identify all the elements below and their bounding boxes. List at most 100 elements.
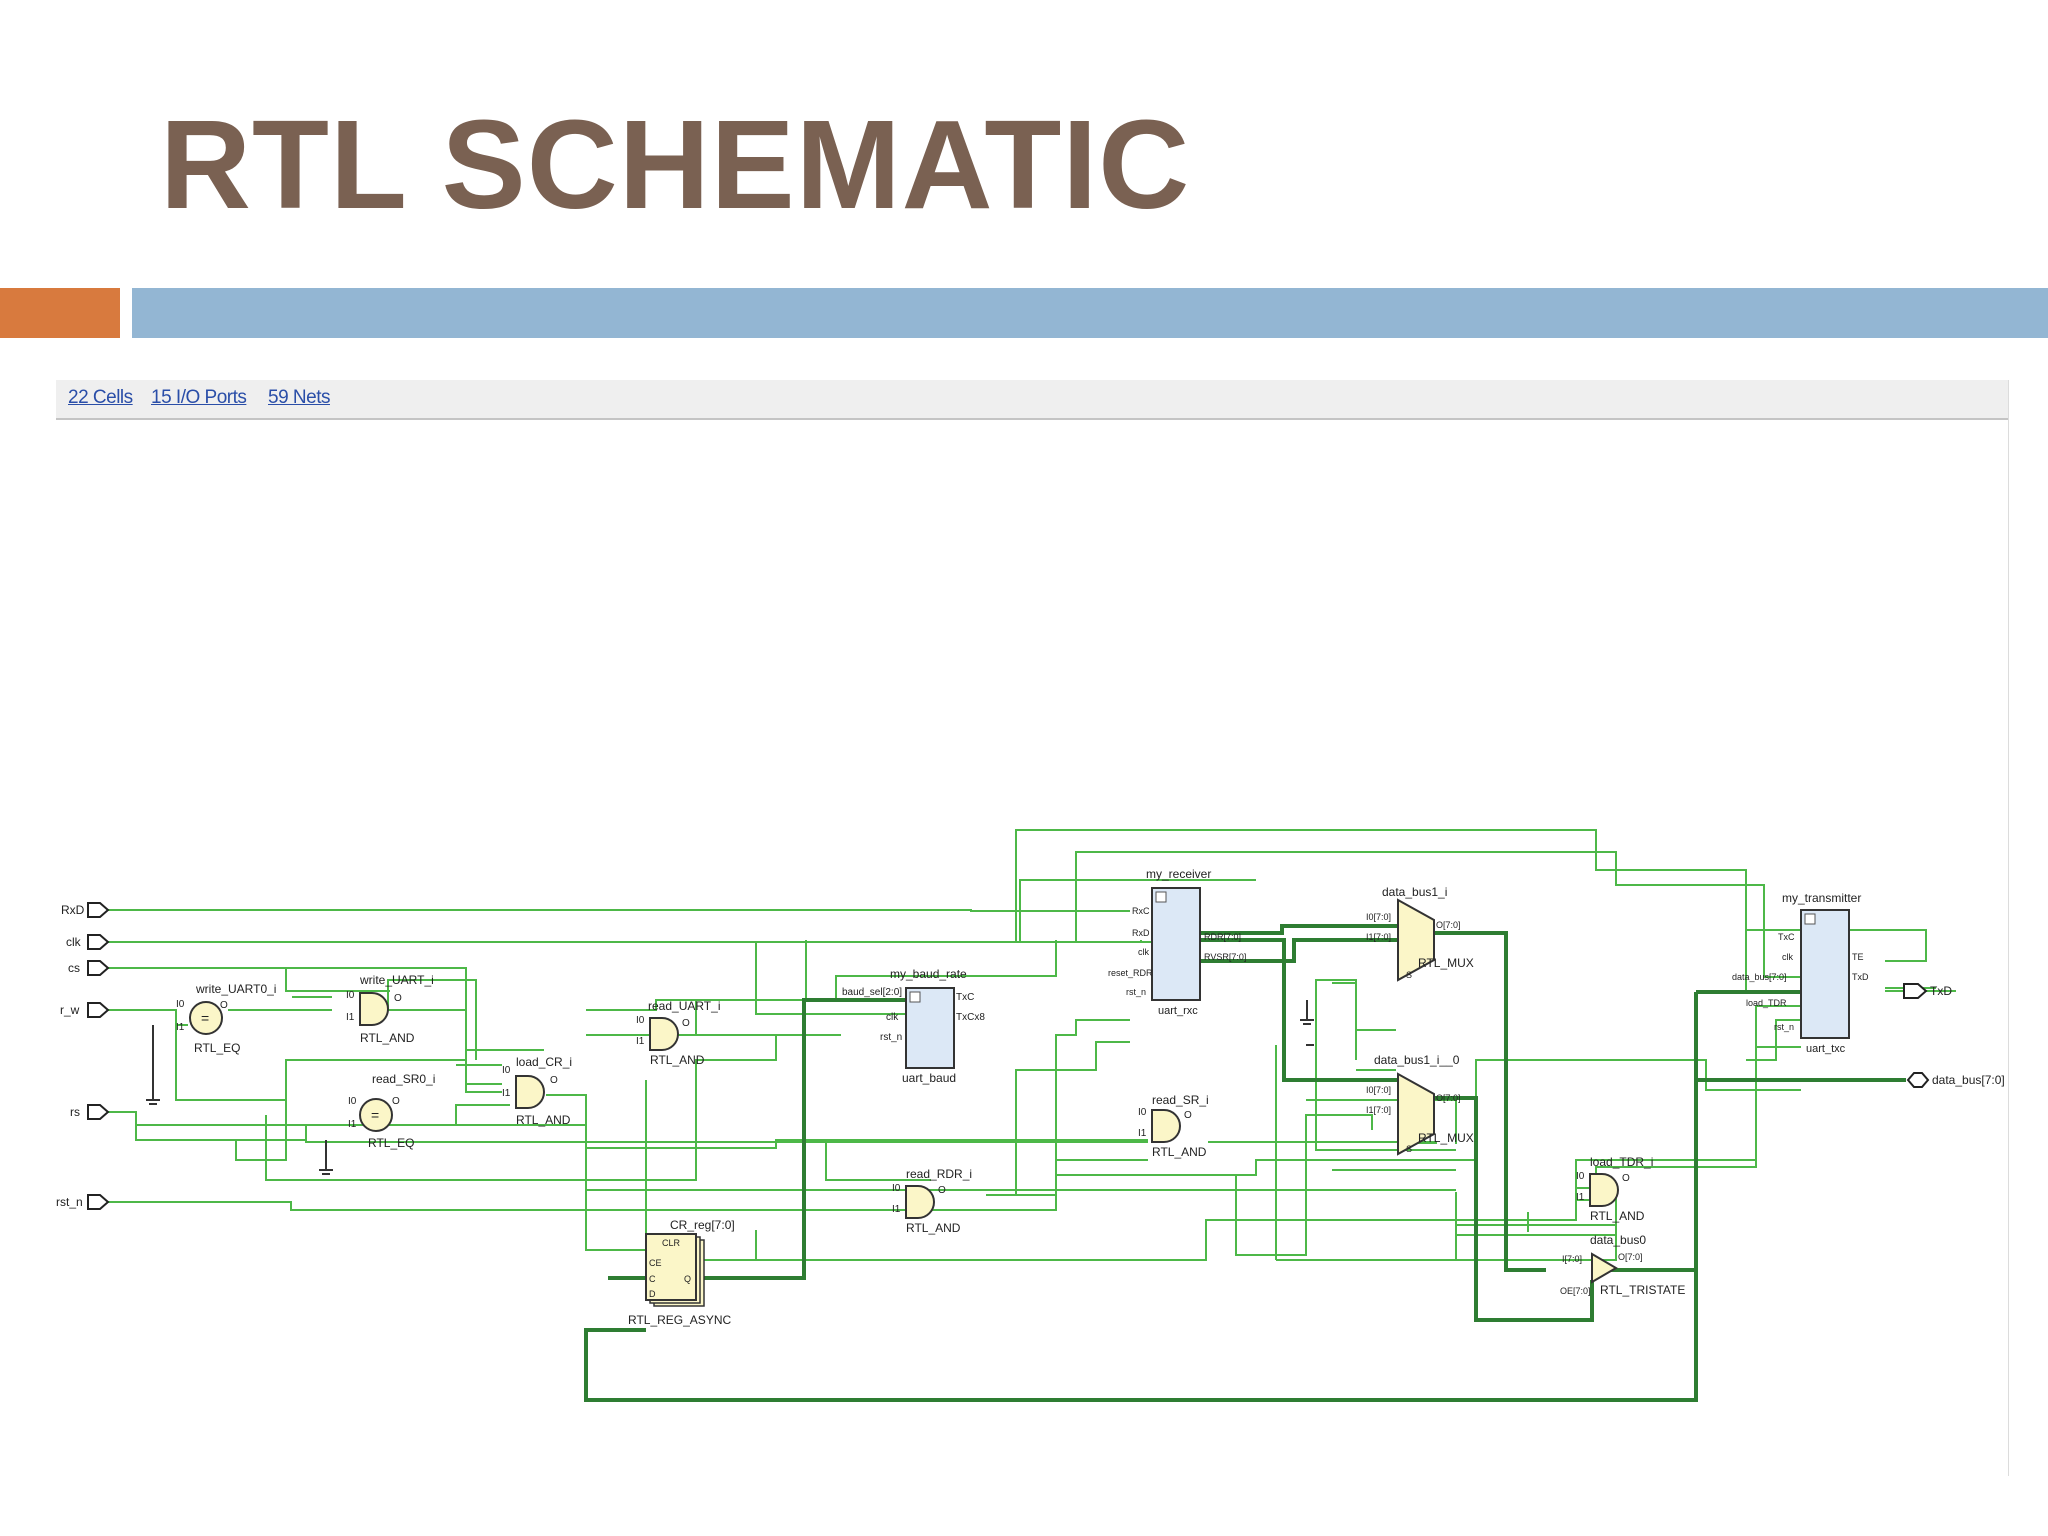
- and-gate-symbol: [1151, 1109, 1181, 1143]
- port-rs-label: rs: [70, 1105, 80, 1119]
- pin-o: O[7:0]: [1436, 920, 1461, 930]
- pin-i1: I1: [176, 1022, 185, 1033]
- pin-o: O[7:0]: [1436, 1093, 1461, 1103]
- nets-link[interactable]: 59 Nets: [268, 387, 330, 408]
- bus-wires: [584, 924, 1906, 1402]
- pin-baud: baud_sel[2:0]: [842, 987, 902, 998]
- cell-cr-reg: CR_reg[7:0] CLR CE C D Q RTL_REG_ASYNC: [628, 1218, 735, 1327]
- cell-data-bus1-0: data_bus1_i__0 I0[7:0] I1[7:0] O[7:0] S …: [1366, 1053, 1474, 1156]
- port-rxd: [87, 902, 110, 918]
- pin-o: O: [682, 1018, 690, 1029]
- pin-i1: I1[7:0]: [1366, 1105, 1391, 1115]
- pin-te: TE: [1852, 952, 1864, 962]
- cell-type: RTL_AND: [650, 1053, 705, 1067]
- pin-o: O: [1622, 1173, 1630, 1184]
- cell-type: RTL_AND: [1152, 1145, 1207, 1159]
- pin-i: I[7:0]: [1562, 1254, 1582, 1264]
- accent-bar-orange: [0, 288, 120, 338]
- cell-name: data_bus1_i__0: [1374, 1053, 1460, 1067]
- pin-i0: I0[7:0]: [1366, 1085, 1391, 1095]
- cell-load-tdr: load_TDR_i I0 I1 O RTL_AND: [1576, 1155, 1653, 1223]
- pin-o: O: [392, 1096, 400, 1107]
- pin-load-tdr: load_TDR: [1746, 998, 1787, 1008]
- pin-i1: I1: [348, 1119, 357, 1130]
- pin-i0: I0: [1138, 1107, 1147, 1118]
- cell-type: RTL_EQ: [194, 1041, 240, 1055]
- pin-rst: rst_n: [1126, 987, 1146, 997]
- cell-type: uart_rxc: [1158, 1005, 1198, 1017]
- schematic-tab-bar: 22 Cells 15 I/O Ports 59 Nets: [56, 380, 2008, 420]
- cell-data-bus0: data_bus0 I[7:0] OE[7:0] O[7:0] RTL_TRIS…: [1560, 1233, 1685, 1297]
- cells-link[interactable]: 22 Cells: [68, 387, 133, 408]
- port-rst-label: rst_n: [56, 1195, 83, 1209]
- pin-ce: CE: [649, 1258, 662, 1268]
- register-symbol: [645, 1233, 697, 1301]
- port-cs-label: cs: [68, 961, 80, 975]
- cell-read-rdr: read_RDR_i I0 I1 O RTL_AND: [892, 1167, 972, 1235]
- mux-symbol: [1397, 898, 1435, 982]
- pin-reset-rdr: reset_RDR: [1108, 968, 1153, 978]
- pin-o: O[7:0]: [1618, 1252, 1643, 1262]
- port-txd-label: TxD: [1930, 984, 1952, 998]
- pin-i1: I1: [346, 1012, 355, 1023]
- pin-i0: I0: [636, 1015, 645, 1026]
- port-txd: [1903, 983, 1928, 999]
- pin-o: O: [220, 1000, 228, 1011]
- port-data-bus-label: data_bus[7:0]: [1932, 1073, 2005, 1087]
- cell-type: uart_txc: [1806, 1043, 1846, 1055]
- cell-type: RTL_REG_ASYNC: [628, 1313, 731, 1327]
- pin-clr: CLR: [662, 1238, 681, 1248]
- pin-c: C: [649, 1274, 656, 1284]
- cell-name: write_UART0_i: [195, 982, 276, 996]
- pin-o: O: [394, 993, 402, 1004]
- wires: [104, 829, 1956, 1261]
- cell-type: uart_baud: [902, 1071, 956, 1085]
- cell-my-transmitter: my_transmitter TxC clk data_bus[7:0] loa…: [1732, 891, 1869, 1055]
- cell-my-baud-rate: my_baud_rate baud_sel[2:0] clk rst_n TxC…: [842, 967, 985, 1085]
- schematic-panel: 22 Cells 15 I/O Ports 59 Nets: [56, 380, 2009, 1476]
- pin-clk: clk: [1782, 952, 1793, 962]
- tristate-symbol: [1591, 1252, 1618, 1284]
- pin-o: O: [550, 1075, 558, 1086]
- and-gate-symbol: [515, 1075, 545, 1109]
- cell-name: read_SR0_i: [372, 1072, 435, 1086]
- cell-name: CR_reg[7:0]: [670, 1218, 735, 1232]
- cell-name: my_baud_rate: [890, 967, 967, 981]
- pin-i0: I0: [176, 999, 185, 1010]
- pin-s: S: [1406, 1144, 1412, 1154]
- cell-name: read_SR_i: [1152, 1093, 1209, 1107]
- pin-d: D: [649, 1289, 656, 1299]
- pin-i1: I1: [1576, 1192, 1585, 1203]
- port-rw-label: r_w: [60, 1003, 80, 1017]
- port-cs: [87, 960, 110, 976]
- pin-rxc: RxC: [1132, 906, 1150, 916]
- cell-type: RTL_AND: [1590, 1209, 1645, 1223]
- rtl-schematic-diagram: RxD clk cs r_w rs rst_n TxD data_bus[7:0…: [56, 829, 2005, 1402]
- pin-txc: TxC: [1778, 932, 1795, 942]
- cell-name: read_RDR_i: [906, 1167, 972, 1181]
- and-gate-symbol: [1589, 1173, 1619, 1207]
- cell-read-uart: read_UART_i I0 I1 O RTL_AND: [636, 999, 720, 1067]
- pin-i1: I1: [1138, 1128, 1147, 1139]
- and-gate-symbol: [905, 1185, 935, 1219]
- cell-type: RTL_AND: [516, 1113, 571, 1127]
- pin-txc: TxC: [956, 992, 974, 1003]
- module-symbol: [1151, 887, 1201, 1001]
- accent-bar-blue: [132, 288, 2048, 338]
- io-ports-link[interactable]: 15 I/O Ports: [151, 387, 247, 408]
- slide-title: RTL SCHEMATIC: [160, 94, 1191, 235]
- cell-name: data_bus1_i: [1382, 885, 1447, 899]
- pin-i1: I1[7:0]: [1366, 932, 1391, 942]
- pin-rvsr: RVSR[7:0]: [1204, 952, 1246, 962]
- pin-i0: I0: [346, 990, 355, 1001]
- pin-q: Q: [684, 1274, 691, 1284]
- pin-rst: rst_n: [880, 1032, 902, 1043]
- input-ports: [87, 902, 110, 1210]
- pin-rxd: RxD: [1132, 928, 1150, 938]
- pin-i0: I0: [1576, 1171, 1585, 1182]
- pin-o: O: [1184, 1110, 1192, 1121]
- cell-name: load_CR_i: [516, 1055, 572, 1069]
- port-rw: [87, 1002, 110, 1018]
- cell-type: RTL_MUX: [1418, 1131, 1474, 1145]
- pin-txd: TxD: [1852, 972, 1869, 982]
